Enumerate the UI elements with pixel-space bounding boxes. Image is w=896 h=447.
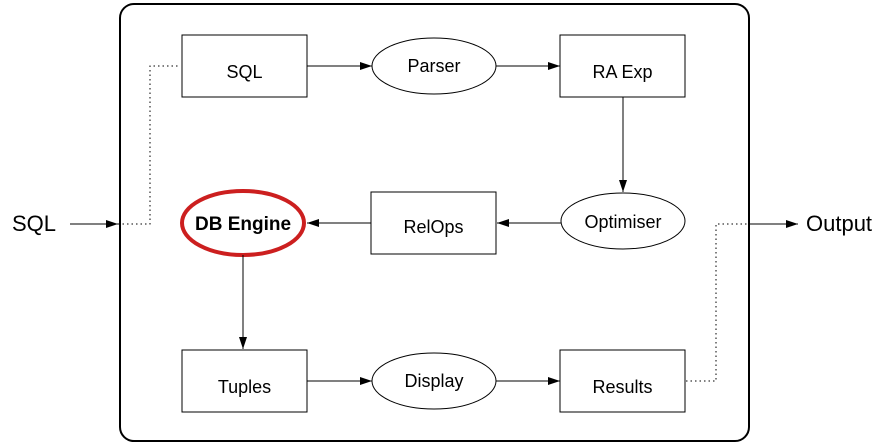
system-boundary bbox=[119, 3, 750, 442]
tuples-box bbox=[181, 349, 308, 413]
optimiser-node bbox=[560, 192, 686, 250]
sql-box bbox=[181, 34, 308, 98]
display-label: Display bbox=[404, 371, 463, 391]
optimiser-label: Optimiser bbox=[584, 212, 661, 232]
relops-label: RelOps bbox=[403, 217, 463, 237]
output-dotted-link bbox=[686, 223, 750, 382]
input-label: SQL bbox=[12, 211, 56, 236]
input-dotted-link bbox=[118, 65, 180, 225]
parser-label: Parser bbox=[407, 56, 460, 76]
ra-exp-box bbox=[559, 34, 686, 98]
sql-box-label: SQL bbox=[226, 62, 262, 82]
output-label: Output bbox=[806, 211, 872, 236]
results-box bbox=[559, 349, 686, 413]
db-engine-label: DB Engine bbox=[195, 214, 291, 235]
tuples-label: Tuples bbox=[218, 377, 271, 397]
relops-box bbox=[370, 191, 497, 255]
ra-exp-label: RA Exp bbox=[592, 62, 652, 82]
results-label: Results bbox=[592, 377, 652, 397]
